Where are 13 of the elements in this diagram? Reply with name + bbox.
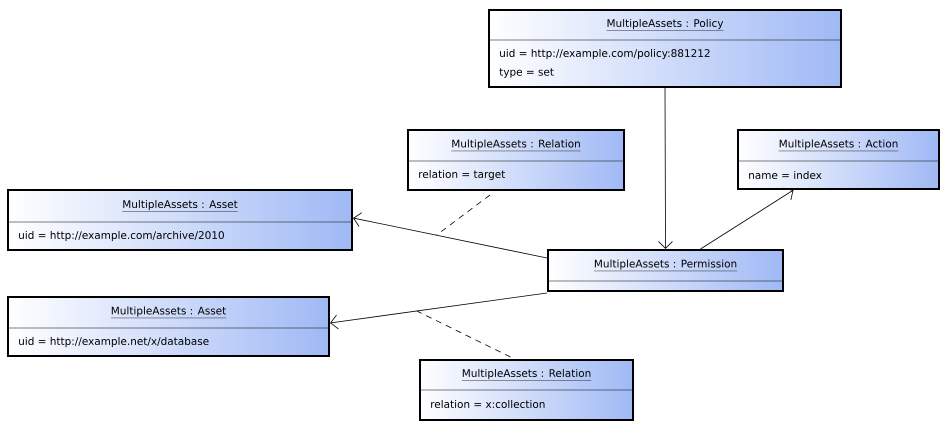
object-box: MultipleAssets : Relation relation = target	[407, 129, 625, 191]
association-line	[436, 194, 490, 236]
association-line	[416, 310, 511, 358]
object-box: MultipleAssets : Asset uid = http://example.net/x/database	[7, 296, 330, 357]
arrow	[658, 88, 673, 249]
arrow	[700, 188, 794, 250]
object-box: MultipleAssets : Permission	[547, 249, 784, 292]
object-box: MultipleAssets : Action name = index	[737, 129, 940, 190]
arrow	[330, 292, 548, 330]
object-box: MultipleAssets : Asset uid = http://example.com/archive/2010	[7, 189, 353, 251]
object-box: MultipleAssets : Policy uid = http://example.com/policy:881212 type = set	[488, 9, 842, 88]
arrow	[353, 212, 548, 258]
object-box: MultipleAssets : Relation relation = x:collection	[419, 359, 634, 421]
